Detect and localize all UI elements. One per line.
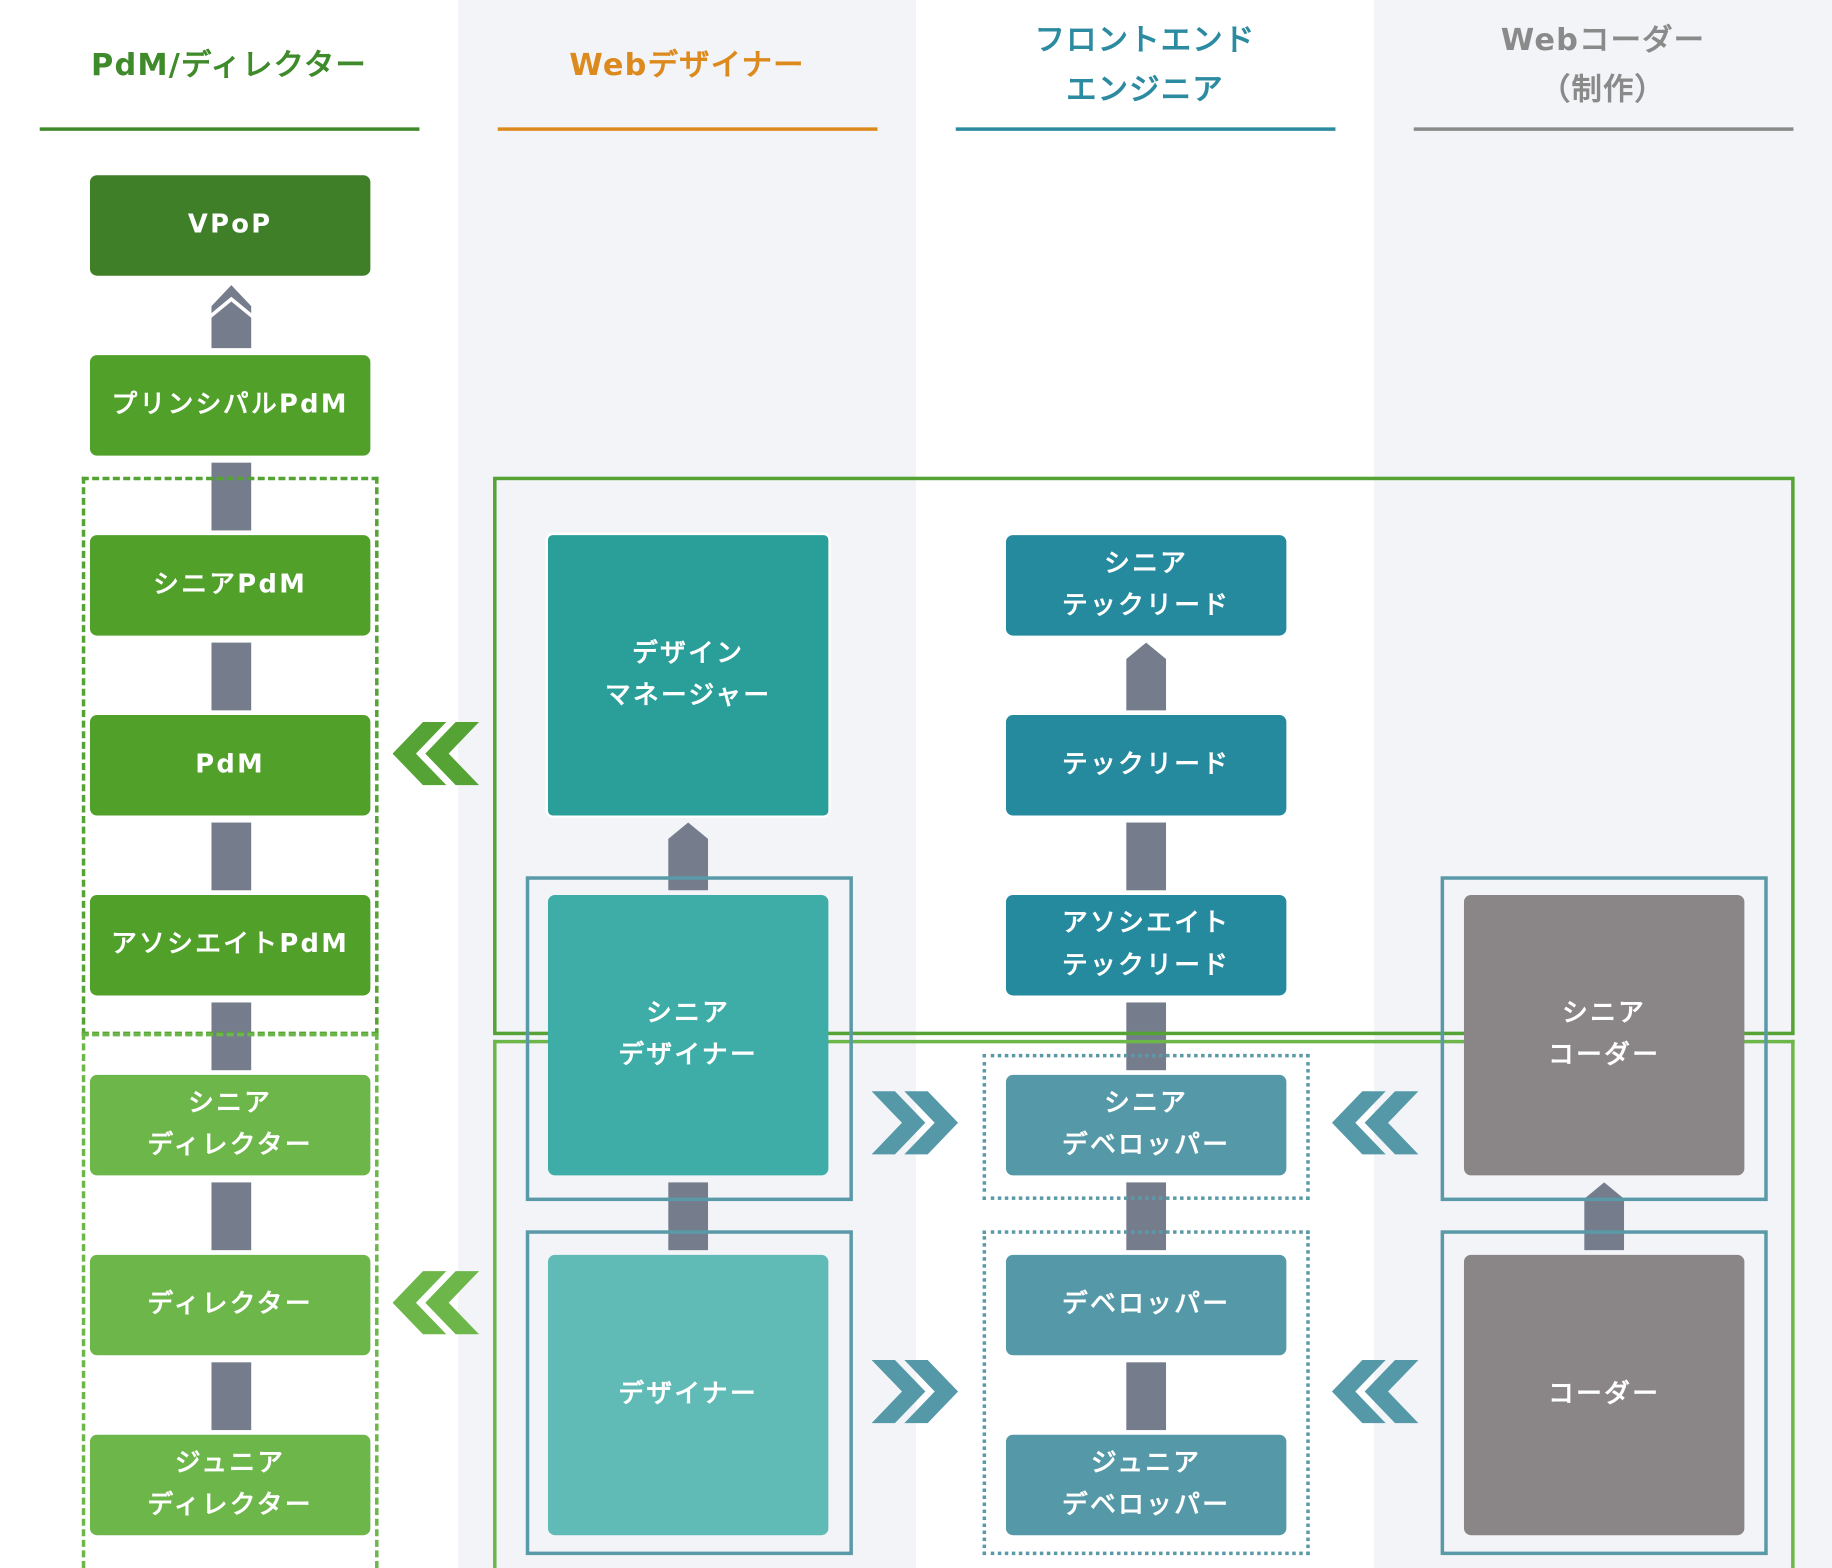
column-underline-web-designer xyxy=(497,127,878,131)
column-header-pdm: PdM/ディレクター xyxy=(91,47,367,83)
up-arrow-connector xyxy=(668,822,709,891)
role-tech-lead: テックリード xyxy=(1005,715,1287,816)
up-arrow-connector xyxy=(1126,642,1167,711)
double-chevron-left-icon xyxy=(1331,1091,1419,1155)
column-header-web-designer: Webデザイナー xyxy=(569,47,805,83)
connector-bar xyxy=(1126,822,1167,891)
director-group-frame xyxy=(81,1032,379,1568)
role-design-manager: デザイン マネージャー xyxy=(545,532,831,818)
connector-bar xyxy=(211,642,252,711)
role-vpop: VPoP xyxy=(89,175,371,276)
column-underline-pdm xyxy=(39,127,420,131)
double-chevron-right-icon xyxy=(871,1091,959,1155)
developer-group-frame xyxy=(982,1230,1310,1556)
connector-bar xyxy=(211,822,252,891)
role-associate-tech-lead: アソシエイト テックリード xyxy=(1005,894,1287,996)
role-developer: デベロッパー xyxy=(1005,1254,1287,1356)
role-junior-developer: ジュニア デベロッパー xyxy=(1005,1434,1287,1536)
role-senior-coder: シニア コーダー xyxy=(1463,894,1745,1176)
role-associate-pdm: アソシエイトPdM xyxy=(89,894,371,996)
senior-coder-frame xyxy=(1440,876,1768,1202)
column-header-frontend: フロントエンド エンジニア xyxy=(1034,23,1256,108)
senior-level-frame xyxy=(493,476,1795,1036)
connector-bar xyxy=(668,1182,709,1251)
senior-developer-frame xyxy=(982,1053,1310,1200)
double-chevron-left-icon xyxy=(392,722,480,786)
connector-bar xyxy=(1126,1002,1167,1071)
coder-frame xyxy=(1440,1230,1768,1556)
double-chevron-left-icon xyxy=(392,1271,480,1335)
up-chevron-icon xyxy=(211,301,252,349)
role-senior-tech-lead: シニア テックリード xyxy=(1005,535,1287,636)
up-chevron-icon xyxy=(211,285,252,314)
connector-bar xyxy=(1126,1182,1167,1251)
role-coder: コーダー xyxy=(1463,1254,1745,1536)
column-underline-web-coder xyxy=(1413,127,1794,131)
role-senior-designer: シニア デザイナー xyxy=(547,894,829,1176)
senior-designer-frame xyxy=(525,876,853,1202)
junior-level-frame xyxy=(493,1039,1795,1568)
designer-frame xyxy=(525,1230,853,1556)
connector-bar xyxy=(1126,1362,1167,1431)
role-senior-developer: シニア デベロッパー xyxy=(1005,1074,1287,1176)
double-chevron-left-icon xyxy=(1331,1359,1419,1424)
role-designer: デザイナー xyxy=(547,1254,829,1536)
role-director: ディレクター xyxy=(89,1254,371,1356)
connector-bar xyxy=(211,462,252,531)
column-header-web-coder: Webコーダー （制作） xyxy=(1500,23,1706,108)
role-principal-pdm: プリンシパルPdM xyxy=(89,355,371,456)
connector-bar xyxy=(211,1182,252,1251)
double-chevron-right-icon xyxy=(871,1359,959,1424)
connector-bar xyxy=(211,1362,252,1431)
role-junior-director: ジュニア ディレクター xyxy=(89,1434,371,1536)
role-senior-pdm: シニアPdM xyxy=(89,535,371,636)
column-underline-frontend xyxy=(955,127,1336,131)
role-senior-director: シニア ディレクター xyxy=(89,1074,371,1176)
role-pdm: PdM xyxy=(89,715,371,816)
